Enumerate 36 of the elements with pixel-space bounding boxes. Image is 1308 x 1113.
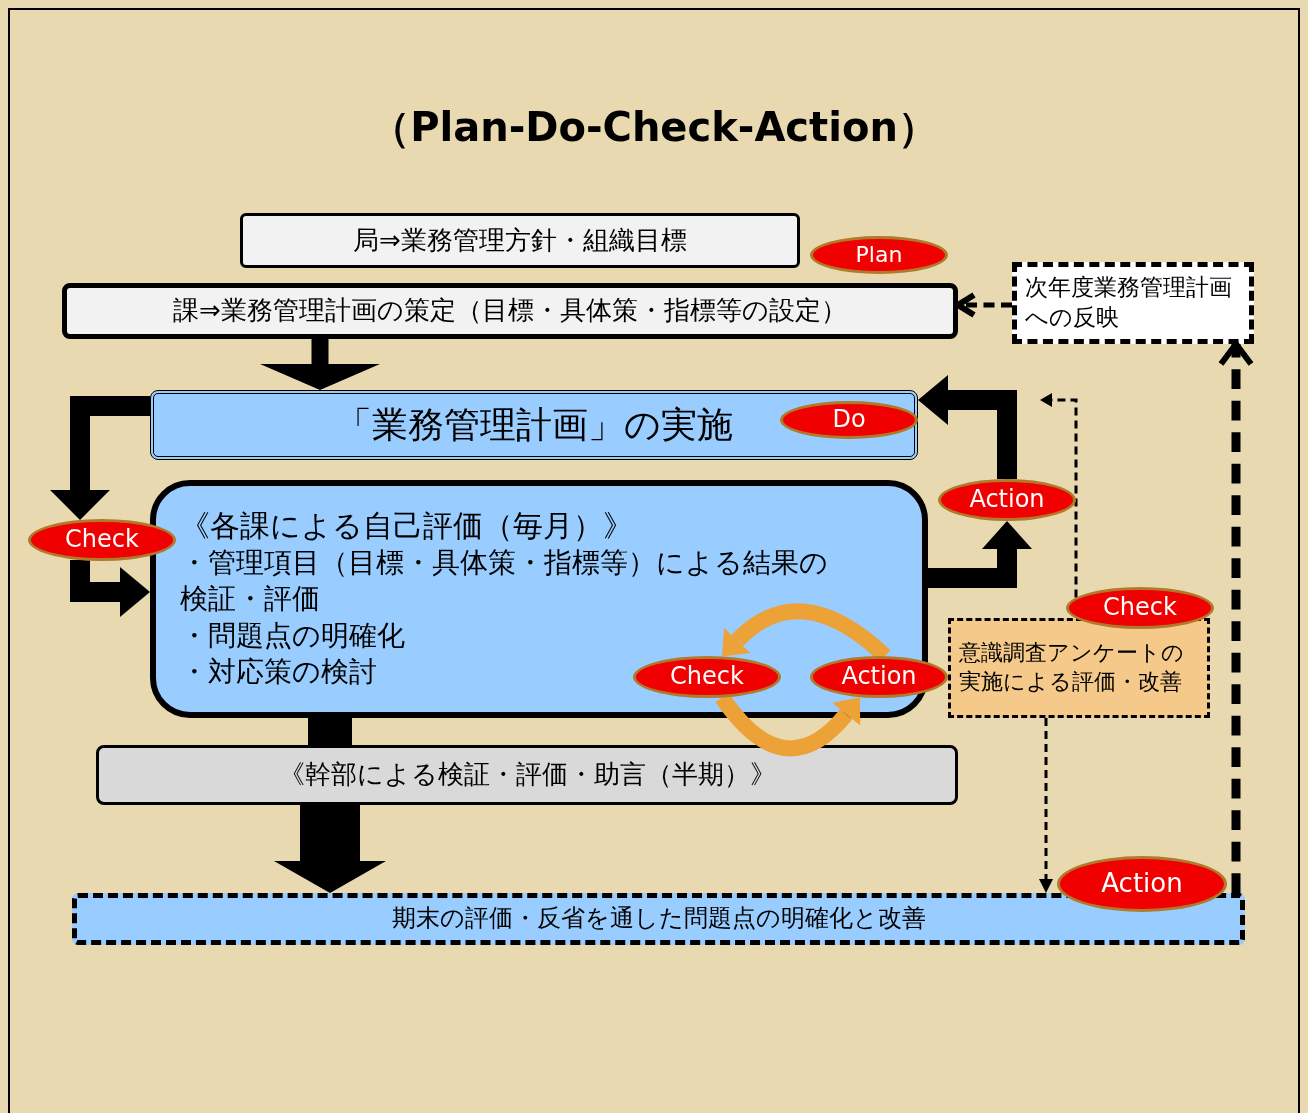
stage-label: Plan	[855, 240, 903, 269]
process-box	[96, 745, 958, 805]
box-text: 期末の評価・反省を通した問題点の明確化と改善	[391, 903, 926, 935]
process-box	[1012, 262, 1254, 344]
stage-label: Check	[670, 661, 744, 693]
arrow	[918, 375, 1017, 479]
stage-label: Do	[832, 404, 866, 436]
arrow	[70, 560, 150, 617]
box-text: 次年度業務管理計画への反映	[1025, 273, 1233, 332]
process-box	[150, 390, 918, 460]
stage-label: Check	[65, 524, 139, 556]
arrow	[1039, 718, 1053, 893]
process-box	[150, 480, 928, 718]
arrow	[274, 805, 386, 893]
box-heading: 《各課による自己評価（毎月）》	[180, 507, 633, 545]
stage-ellipse	[780, 401, 918, 439]
box-text: ・対応策の検討	[180, 654, 377, 691]
box-text: 局⇒業務管理方針・組織目標	[353, 223, 687, 257]
stage-ellipse	[938, 479, 1076, 521]
process-box	[948, 618, 1210, 718]
process-box	[72, 893, 1245, 945]
stage-label: Action	[1101, 867, 1183, 901]
box-text: 《幹部による検証・評価・助言（半期）》	[278, 758, 776, 792]
box-text: 意識調査アンケートの実施による評価・改善	[959, 639, 1185, 696]
stage-label: Action	[969, 484, 1045, 516]
arrow	[260, 339, 380, 390]
process-box	[240, 213, 800, 268]
stage-label: Check	[1103, 592, 1177, 624]
box-text: 課⇒業務管理計画の策定（目標・具体策・指標等の設定）	[173, 294, 847, 328]
arrow	[1040, 393, 1078, 598]
title: （Plan-Do-Check-Action）	[369, 103, 939, 152]
process-box	[62, 283, 958, 339]
box-text: 「業務管理計画」の実施	[335, 402, 733, 447]
box-text: ・管理項目（目標・具体策・指標等）による結果の検証・評価	[180, 545, 829, 618]
stage-label: Action	[841, 661, 917, 693]
box-text: ・問題点の明確化	[180, 617, 405, 654]
